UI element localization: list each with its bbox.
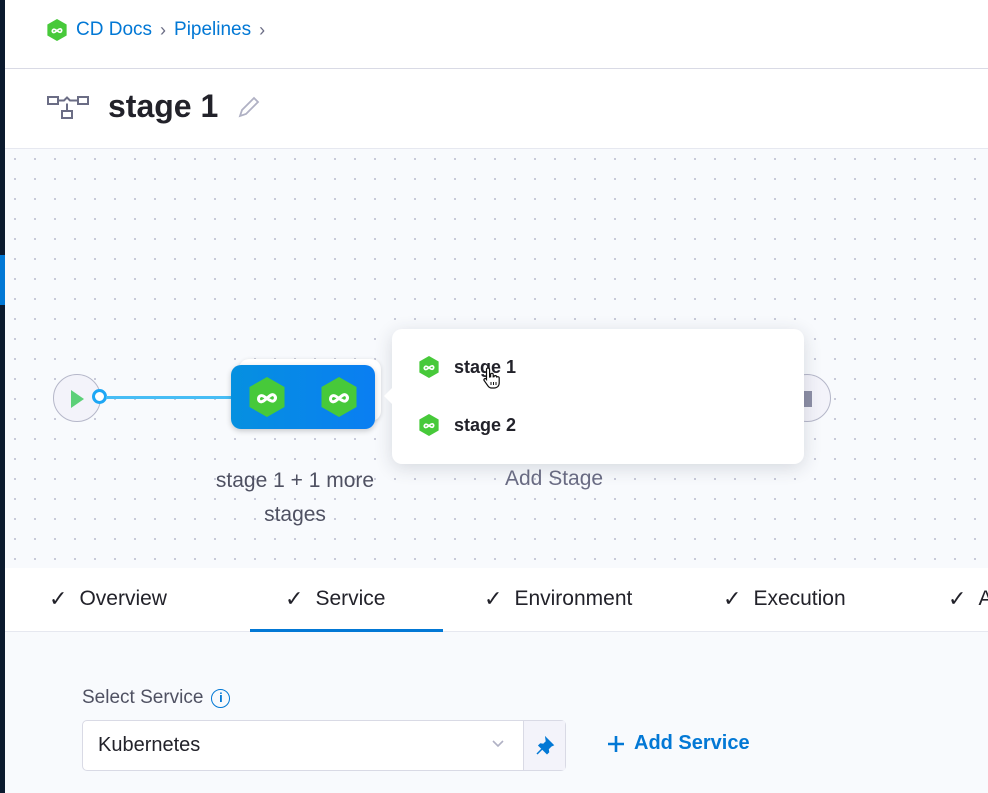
check-icon: ✓ <box>49 586 68 611</box>
stage-group-label: stage 1 + 1 more stages <box>215 469 375 526</box>
stage-tabs: ✓ Overview ✓ Service ✓ Environment ✓ Executi… <box>5 568 988 632</box>
cd-stage-icon <box>247 375 287 419</box>
tab-service[interactable]: ✓ Service <box>285 586 385 612</box>
cd-stage-icon <box>418 413 440 437</box>
chevron-right-icon: › <box>259 19 266 40</box>
label-text: Select Service <box>82 687 204 708</box>
select-service-label: Select Service i <box>82 687 231 709</box>
add-stage-label[interactable]: Add Stage <box>505 467 604 490</box>
tab-environment[interactable]: ✓ Environment <box>484 586 632 612</box>
active-tab-indicator <box>250 629 443 632</box>
add-service-label: Add Service <box>634 732 750 754</box>
stage-header: stage 1 <box>46 88 262 125</box>
info-icon[interactable]: i <box>211 688 231 708</box>
cd-stage-icon <box>319 375 359 419</box>
check-icon: ✓ <box>948 586 967 611</box>
popup-item-stage-1[interactable]: stage 1 <box>418 355 516 379</box>
check-icon: ✓ <box>285 586 304 611</box>
popup-item-label: stage 2 <box>454 414 517 435</box>
divider <box>5 68 988 69</box>
chevron-right-icon: › <box>160 19 167 40</box>
tab-overview[interactable]: ✓ Overview <box>49 586 167 612</box>
pin-button[interactable] <box>523 721 565 770</box>
connector-line <box>106 396 231 399</box>
stage-group-popup: stage 1 stage 2 <box>384 329 804 464</box>
breadcrumb-pipelines[interactable]: Pipelines <box>174 19 252 40</box>
tab-label: Execution <box>753 587 846 610</box>
plus-icon <box>608 735 624 752</box>
nav-rail-active-indicator <box>0 255 5 305</box>
pin-icon <box>535 735 554 755</box>
nav-rail <box>0 0 5 793</box>
popup-item-label: stage 1 <box>454 356 517 377</box>
breadcrumb-cd-docs[interactable]: CD Docs <box>76 19 153 40</box>
add-service-button[interactable]: Add Service <box>606 732 750 755</box>
chevron-down-icon[interactable] <box>491 739 505 749</box>
cd-module-icon <box>46 18 68 42</box>
stage-group-node[interactable] <box>231 365 375 429</box>
tab-execution[interactable]: ✓ Execution <box>723 586 846 612</box>
hand-cursor-icon <box>483 367 500 389</box>
cd-stage-icon <box>418 355 440 379</box>
pipeline-stage-icon <box>47 95 89 119</box>
check-icon: ✓ <box>723 586 742 611</box>
start-node[interactable] <box>53 374 101 422</box>
edit-pencil-icon[interactable] <box>236 94 262 120</box>
tab-label: Environment <box>514 587 633 610</box>
tab-advanced[interactable]: ✓A <box>948 586 988 612</box>
service-select[interactable]: Kubernetes <box>82 720 566 771</box>
popup-item-stage-2[interactable]: stage 2 <box>418 413 516 437</box>
start-port <box>92 389 107 404</box>
tab-label: Service <box>315 587 386 610</box>
breadcrumb: CD Docs › Pipelines › <box>46 18 265 42</box>
page-title: stage 1 <box>108 88 219 124</box>
check-icon: ✓ <box>484 586 503 611</box>
tab-label: Overview <box>79 587 167 610</box>
tab-label: A <box>978 587 988 611</box>
service-select-value: Kubernetes <box>98 734 201 756</box>
